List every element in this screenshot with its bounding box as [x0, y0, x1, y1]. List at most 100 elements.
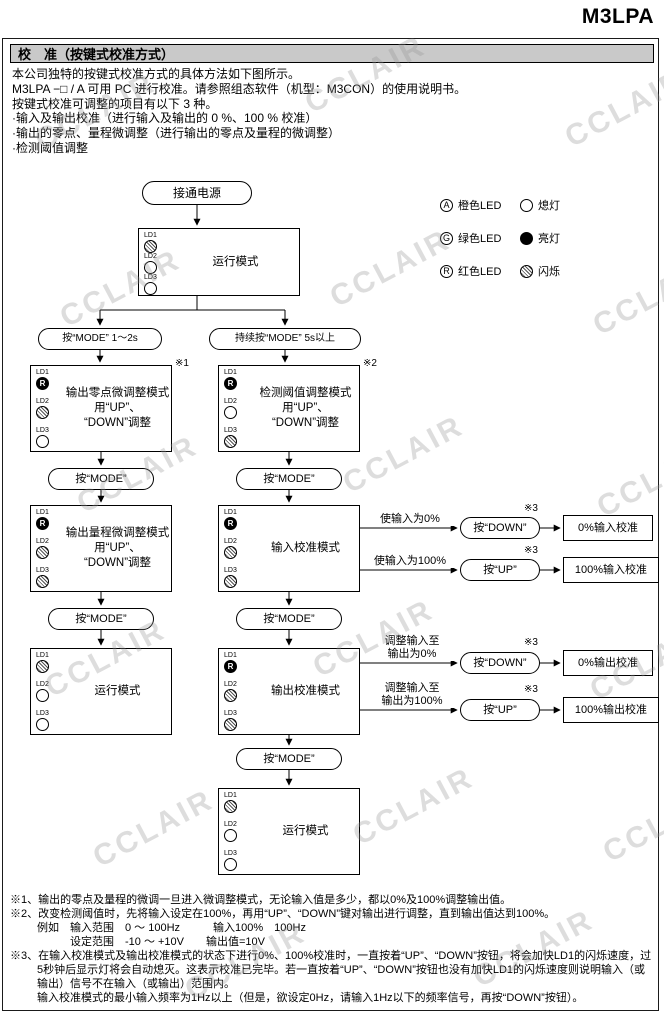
up-pill: 按“UP” — [460, 699, 540, 721]
down-pill: 按“DOWN” — [460, 517, 540, 539]
mode-label-line: “DOWN”调整 — [271, 417, 340, 429]
legend-state-label: 闪烁 — [538, 266, 560, 278]
mode-pill: 按“MODE” — [48, 608, 154, 630]
led-indicator: LD3 — [224, 710, 251, 731]
mode-pill: 按“MODE” — [48, 468, 154, 490]
condition-line: 输出为100% — [381, 695, 443, 707]
mode-label-line: 用“UP”、 — [94, 542, 141, 554]
led-state-icon — [520, 198, 533, 212]
mode-label: 输入校准模式 — [271, 542, 340, 554]
condition-line: 调整输入至 — [384, 635, 440, 647]
mode-label: 输出量程微调整模式 用“UP”、 “DOWN”调整 — [64, 506, 171, 591]
footnote-line: ※1、输出的零点及量程的微调一旦进入微调整模式，无论输入值是多少，都以0%及10… — [10, 894, 512, 906]
footnote-line: ※3、在输入校准模式及输出校准模式的状态下进行0%、100%校准时，一直按着“U… — [10, 950, 652, 990]
led-indicator: LD3 — [224, 850, 251, 871]
footnote-line: ※2、改变检测阈值时，先将输入设定在100%，再用“UP”、“DOWN”键对输出… — [10, 908, 556, 920]
mode-label: 运行模式 — [212, 255, 259, 268]
led-indicator: LD3 — [224, 567, 251, 588]
led-indicator: LD2 — [36, 681, 63, 702]
condition-label: 调整输入至 输出为0% — [368, 635, 456, 661]
legend-row: G 绿色LED 亮灯 — [440, 230, 560, 246]
note-ref-3: ※3 — [524, 503, 538, 514]
mode-label-line: “DOWN”调整 — [83, 417, 152, 429]
intro-line: ·检测阈值调整 — [12, 140, 88, 155]
mode-label-line: “DOWN”调整 — [83, 557, 152, 569]
condition-line: 调整输入至 — [384, 682, 440, 694]
led-indicator: LD1 — [224, 792, 251, 813]
led-indicator: LD3 — [36, 567, 63, 588]
result-box-input-100: 100%输入校准 — [563, 557, 659, 583]
led-indicator: LD2 — [224, 398, 251, 419]
led-indicator: LD2 — [36, 538, 63, 559]
legend-state-label: 熄灯 — [538, 200, 560, 212]
up-pill: 按“UP” — [460, 559, 540, 581]
led-state-icon — [520, 264, 533, 278]
legend-row: R 红色LED 闪烁 — [440, 263, 560, 279]
mode-1-2s-pill: 按“MODE” 1～2s — [38, 328, 162, 350]
intro-line: 本公司独特的按键式校准方式的具体方法如下图所示。 — [12, 67, 301, 81]
note-ref-3: ※3 — [524, 545, 538, 556]
led-color-icon: R — [440, 264, 453, 278]
intro-line: M3LPA −□ / A 可用 PC 进行校准。请参照组态软件（机型：M3CON… — [12, 81, 467, 96]
result-box-output-0: 0%输出校准 — [563, 650, 653, 676]
page-title: M3LPA — [581, 5, 654, 28]
mode-pill: 按“MODE” — [236, 468, 342, 490]
led-state-icon — [520, 231, 533, 245]
note-ref-1: ※1 — [175, 358, 189, 369]
condition-label: 调整输入至 输出为100% — [368, 682, 456, 708]
power-on-node: 接通电源 — [142, 181, 252, 205]
led-color-icon: A — [440, 198, 453, 212]
note-ref-3: ※3 — [524, 684, 538, 695]
footnote-line: 设定范围 -10 ～ +10V 输出值=10V — [70, 936, 266, 948]
intro-text: 本公司独特的按键式校准方式的具体方法如下图所示。 M3LPA −□ / A 可用… — [12, 67, 466, 156]
result-box-input-0: 0%输入校准 — [563, 515, 653, 541]
legend-color-label: 橙色LED — [458, 200, 502, 212]
led-indicator: LD2 — [224, 821, 251, 842]
legend-color-label: 红色LED — [458, 266, 502, 278]
flow-connectors — [96, 205, 561, 786]
led-color-icon: G — [440, 231, 453, 245]
led-legend: A 橙色LED 熄灯 G 绿色LED 亮灯 R 红色LED 闪烁 — [440, 175, 658, 287]
page-frame — [2, 38, 659, 1011]
mode-label-line: 输出量程微调整模式 — [65, 527, 170, 539]
mode-5s-pill: 持续按“MODE” 5s以上 — [209, 328, 361, 350]
mode-label: 检测阈值调整模式 用“UP”、 “DOWN”调整 — [252, 366, 359, 451]
result-box-output-100: 100%输出校准 — [563, 697, 659, 723]
mode-label: 输出校准模式 — [271, 685, 340, 697]
led-indicator: LD3 — [144, 274, 171, 295]
mode-label-line: 用“UP”、 — [282, 402, 329, 414]
led-indicator: LD2 — [36, 398, 63, 419]
led-indicator: LD3 — [224, 427, 251, 448]
led-indicator: LD3 — [36, 710, 63, 731]
footnote-line: 例如 输入范围 0 ～ 100Hz 输入100% 100Hz — [37, 922, 306, 934]
note-ref-3: ※3 — [524, 637, 538, 648]
led-indicator: LD2 — [144, 253, 171, 274]
mode-label-line: 检测阈值调整模式 — [259, 387, 352, 399]
intro-line: ·输出的零点、量程微调整（进行输出的零点及量程的微调整） — [12, 126, 340, 141]
mode-pill: 按“MODE” — [236, 748, 342, 770]
mode-label: 运行模式 — [94, 685, 141, 697]
led-indicator: LD1 — [144, 232, 171, 253]
note-ref-2: ※2 — [363, 358, 377, 369]
led-indicator: LD2 — [224, 681, 251, 702]
legend-color-label: 绿色LED — [458, 233, 502, 245]
